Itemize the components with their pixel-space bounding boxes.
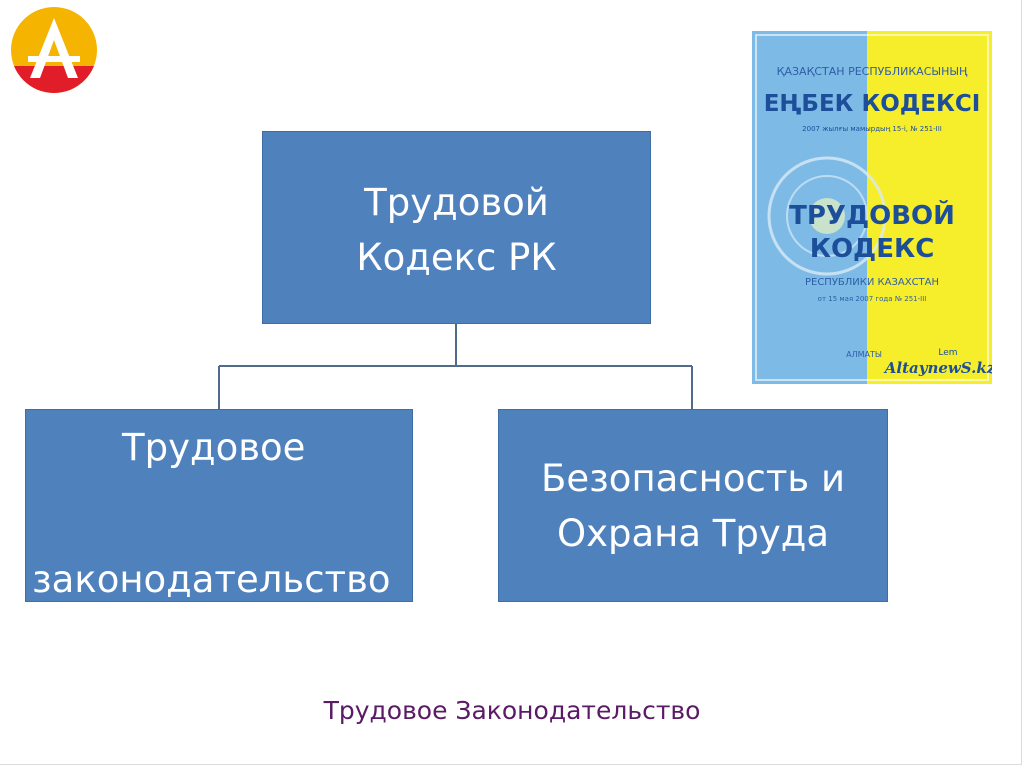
node-labor-legislation: Трудовое законодательство bbox=[25, 409, 413, 602]
slide-caption: Трудовое Законодательство bbox=[0, 696, 1024, 725]
book-title-ru-2: КОДЕКС bbox=[810, 234, 935, 264]
node-labor-code-line1: Трудовой bbox=[263, 175, 650, 230]
book-publisher-small: Lem bbox=[938, 348, 957, 358]
book-title-kz: ЕҢБЕК КОДЕКСІ bbox=[764, 91, 981, 117]
node-safety-labor-protection: Безопасность и Охрана Труда bbox=[498, 409, 888, 602]
node-safety-text: Безопасность и Охрана Труда bbox=[499, 451, 887, 561]
book-publisher: AltaynewS.kz bbox=[883, 359, 992, 377]
node-labor-code: Трудовой Кодекс РК bbox=[262, 131, 651, 324]
node-labor-code-line2: Кодекс РК bbox=[263, 230, 650, 285]
node-safety-line2: Охрана Труда bbox=[499, 506, 887, 561]
book-subtitle-ru: РЕСПУБЛИКИ КАЗАХСТАН bbox=[805, 277, 939, 288]
logo bbox=[8, 6, 100, 94]
book-date-ru: от 15 мая 2007 года № 251-III bbox=[818, 295, 927, 303]
book-header: ҚАЗАҚСТАН РЕСПУБЛИКАСЫНЫҢ bbox=[777, 65, 968, 78]
book-date-kz: 2007 жылғы мамырдың 15-і, № 251-III bbox=[802, 125, 942, 133]
book-cover-image: ҚАЗАҚСТАН РЕСПУБЛИКАСЫНЫҢ ЕҢБЕК КОДЕКСІ … bbox=[752, 31, 992, 384]
node-labor-legislation-line1: Трудовое bbox=[122, 426, 305, 470]
book-title-ru-1: ТРУДОВОЙ bbox=[789, 199, 955, 231]
node-labor-code-text: Трудовой Кодекс РК bbox=[263, 175, 650, 285]
node-labor-legislation-line2: законодательство bbox=[32, 558, 391, 602]
node-safety-line1: Безопасность и bbox=[499, 451, 887, 506]
book-city: АЛМАТЫ bbox=[846, 350, 882, 359]
